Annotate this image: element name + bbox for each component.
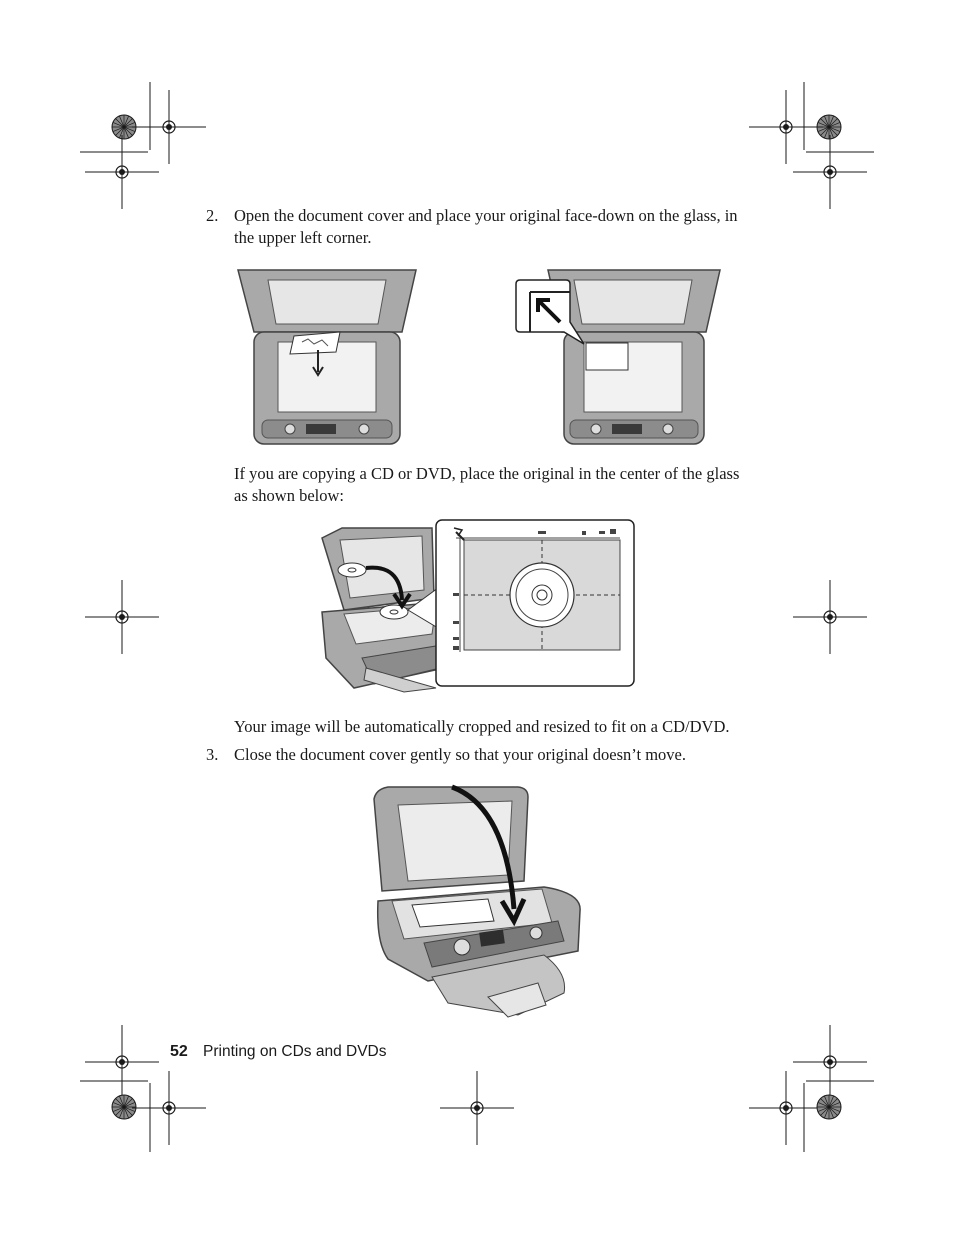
registration-cross-icon	[84, 1024, 160, 1100]
step-3-text: Close the document cover gently so that …	[234, 745, 686, 764]
registration-star-icon	[111, 1094, 137, 1120]
step-2-number: 2.	[206, 206, 219, 225]
cd-note-line-1: If you are copying a CD or DVD, place th…	[234, 464, 740, 483]
registration-cross-icon	[84, 134, 160, 210]
step-3-number: 3.	[206, 745, 219, 764]
cd-note: If you are copying a CD or DVD, place th…	[234, 463, 764, 507]
cd-note-line-2: as shown below:	[234, 486, 344, 505]
registration-cross-icon	[748, 1070, 824, 1146]
registration-cross-icon	[792, 579, 868, 655]
registration-cross-icon	[131, 89, 207, 165]
printer-document-corner-illustration	[515, 269, 721, 445]
registration-cross-icon	[748, 89, 824, 165]
section-title: Printing on CDs and DVDs	[203, 1043, 387, 1060]
printer-place-document-illustration	[237, 269, 417, 445]
registration-cross-icon	[439, 1070, 515, 1146]
registration-cross-icon	[84, 579, 160, 655]
step-2-line-1: Open the document cover and place your o…	[234, 206, 738, 225]
page-number: 52	[170, 1043, 188, 1060]
step-2-line-2: the upper left corner.	[234, 228, 372, 247]
registration-cross-icon	[131, 1070, 207, 1146]
printer-close-cover-illustration	[373, 784, 581, 1018]
step-2-text: Open the document cover and place your o…	[234, 205, 764, 249]
registration-star-icon	[816, 1094, 842, 1120]
crop-note: Your image will be automatically cropped…	[234, 717, 730, 736]
printer-cd-placement-illustration	[321, 519, 635, 693]
